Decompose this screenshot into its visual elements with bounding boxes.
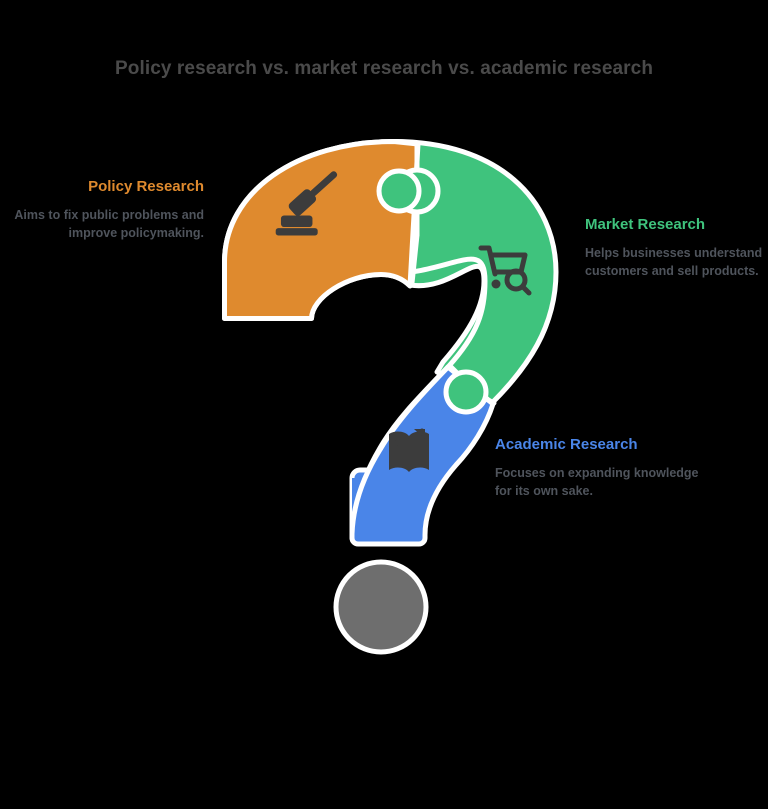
- callout-market-body: Helps businesses understand customers an…: [585, 245, 763, 278]
- open-book-growth-icon: [389, 428, 429, 472]
- academic-stem-fill: [352, 367, 492, 534]
- callout-academic-body: Focuses on expanding knowledge for its o…: [495, 465, 699, 498]
- callout-policy-body: Aims to fix public problems and improve …: [14, 207, 204, 240]
- callout-academic-research: Academic Research Focuses on expanding k…: [495, 436, 705, 500]
- market-wedge-shape: [378, 139, 559, 406]
- segment-academic[interactable]: [349, 363, 497, 547]
- academic-stem-outline: [349, 364, 496, 547]
- puzzle-joint-policy-market: [395, 143, 441, 241]
- shopping-cart-search-icon: [478, 245, 532, 296]
- callout-market-heading: Market Research: [585, 216, 706, 233]
- callout-market-research: Market Research Helps businesses underst…: [585, 216, 765, 280]
- callout-policy-research: Policy Research Aims to fix public probl…: [8, 178, 204, 242]
- page-title: Policy research vs. market research vs. …: [114, 58, 654, 79]
- puzzle-joint-market-academic: [443, 363, 497, 415]
- callout-academic-heading: Academic Research: [495, 436, 638, 453]
- gavel-icon: [275, 171, 338, 236]
- policy-wedge-shape: [222, 139, 423, 321]
- market-wedge-shape-upper: [407, 143, 558, 398]
- academic-stem-foot: [349, 467, 427, 543]
- segment-policy[interactable]: [222, 139, 441, 321]
- academic-stem-shape: [349, 364, 495, 541]
- segment-market[interactable]: [222, 139, 559, 406]
- policy-wedge-overlay: [222, 139, 421, 321]
- puzzle-joint-policy-market-top: [376, 140, 441, 286]
- callout-policy-heading: Policy Research: [88, 178, 204, 195]
- question-mark-dot[interactable]: [333, 559, 429, 655]
